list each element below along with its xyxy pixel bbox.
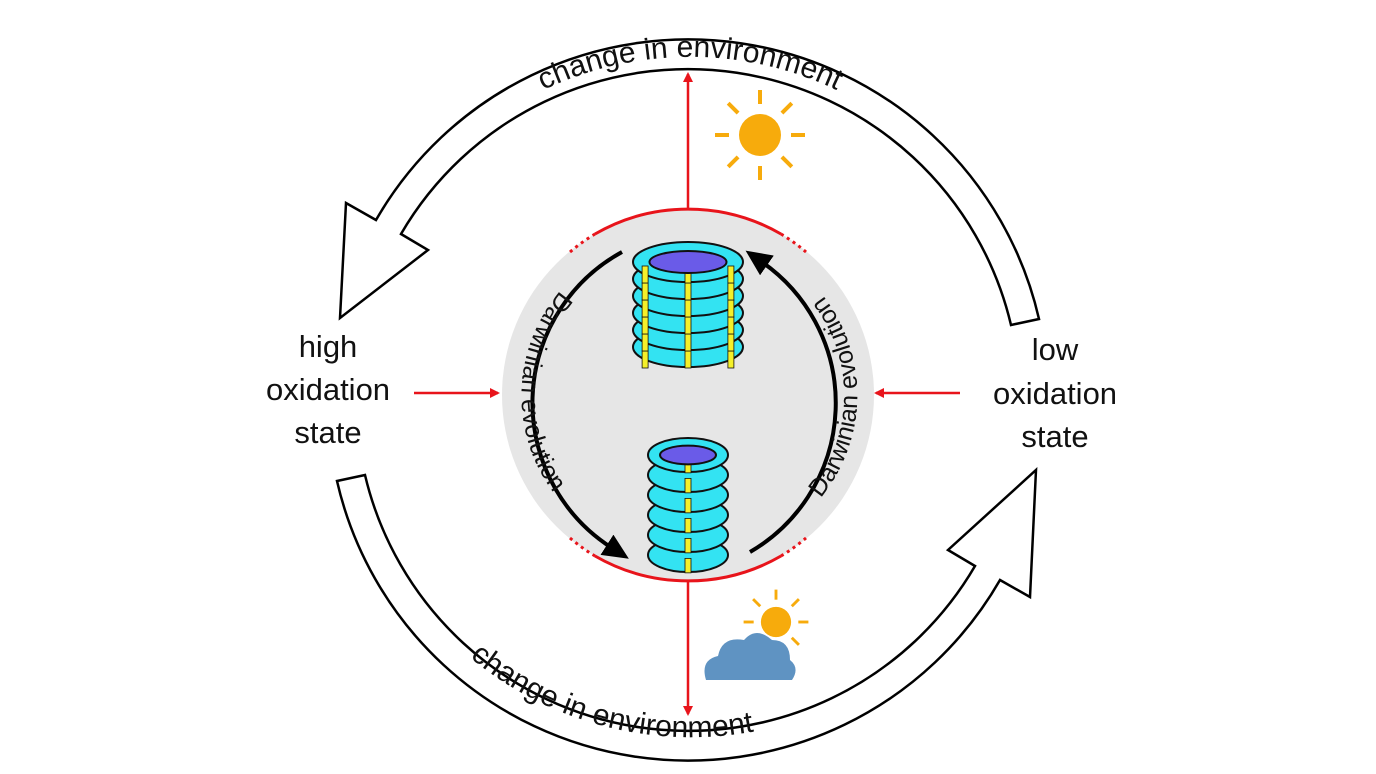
sun-ray bbox=[726, 155, 740, 169]
stripe bbox=[684, 282, 692, 301]
stripe bbox=[641, 333, 649, 352]
stripe bbox=[727, 299, 735, 318]
stripe bbox=[684, 518, 692, 534]
sun-ray bbox=[752, 598, 762, 608]
bottom-cycle-arrow bbox=[335, 467, 1038, 762]
sun-disc bbox=[739, 114, 781, 156]
sun-ray bbox=[726, 101, 740, 115]
stripe bbox=[727, 350, 735, 369]
label-line: state bbox=[294, 415, 361, 450]
stripe bbox=[684, 497, 692, 514]
stripe bbox=[684, 299, 692, 318]
label-line: low bbox=[1032, 332, 1079, 367]
sun-behind-cloud-icon bbox=[704, 589, 809, 680]
high-oxidation-state-label: high oxidation state bbox=[266, 329, 390, 450]
sun-ray bbox=[780, 101, 794, 115]
stripe bbox=[684, 316, 692, 335]
stripe bbox=[684, 350, 692, 369]
bottom-red-dots-left bbox=[569, 536, 596, 558]
label-line: state bbox=[1021, 419, 1088, 454]
label-line: high bbox=[299, 329, 358, 364]
torus-stack-wide bbox=[632, 241, 744, 369]
lumen bbox=[648, 250, 728, 274]
low-oxidation-state-label: low oxidation state bbox=[993, 332, 1117, 454]
bottom-red-dots-right bbox=[780, 536, 807, 558]
darwinian-arrow-left bbox=[530, 250, 629, 559]
torus-stack-narrow bbox=[647, 437, 729, 574]
stripe bbox=[727, 333, 735, 352]
stripe bbox=[727, 282, 735, 301]
sun-icon bbox=[715, 90, 805, 180]
stripe bbox=[684, 558, 692, 574]
sun-ray bbox=[780, 155, 794, 169]
stripe bbox=[684, 333, 692, 352]
sun-ray bbox=[790, 598, 800, 608]
stripe bbox=[641, 265, 649, 284]
top-cycle-arrow bbox=[338, 38, 1041, 327]
cloud-icon bbox=[704, 633, 796, 680]
inner-circle bbox=[502, 209, 874, 581]
top-red-dots-right bbox=[780, 232, 807, 254]
stripe bbox=[684, 538, 692, 554]
stripe bbox=[641, 350, 649, 369]
stripe bbox=[684, 477, 692, 494]
stripe bbox=[641, 316, 649, 335]
bottom-cycle-label: change in environment bbox=[465, 637, 756, 745]
label-line: oxidation bbox=[993, 376, 1117, 411]
darwinian-arrow-right bbox=[745, 250, 838, 554]
stripe bbox=[727, 316, 735, 335]
sun-disc bbox=[760, 606, 792, 638]
sun-ray bbox=[790, 636, 800, 646]
lumen bbox=[659, 444, 717, 466]
stripe bbox=[641, 299, 649, 318]
top-red-dots-left bbox=[569, 232, 596, 254]
stripe bbox=[641, 282, 649, 301]
stripe bbox=[727, 265, 735, 284]
label-line: oxidation bbox=[266, 372, 390, 407]
